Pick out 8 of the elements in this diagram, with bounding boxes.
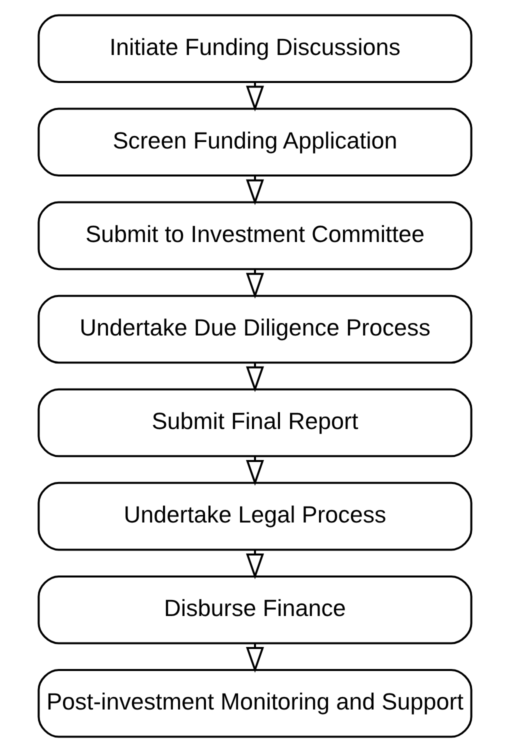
node-box: Post-investment Monitoring and Support [38,669,472,738]
node-box: Submit to Investment Committee [38,201,472,270]
node-box: Submit Final Report [38,388,472,458]
node-box: Initiate Funding Discussions [38,14,472,83]
node-box: Disburse Finance [38,575,472,644]
node-box: Undertake Due Diligence Process [38,294,472,364]
node-box: Undertake Legal Process [38,482,472,551]
node-box: Screen Funding Application [38,108,472,177]
